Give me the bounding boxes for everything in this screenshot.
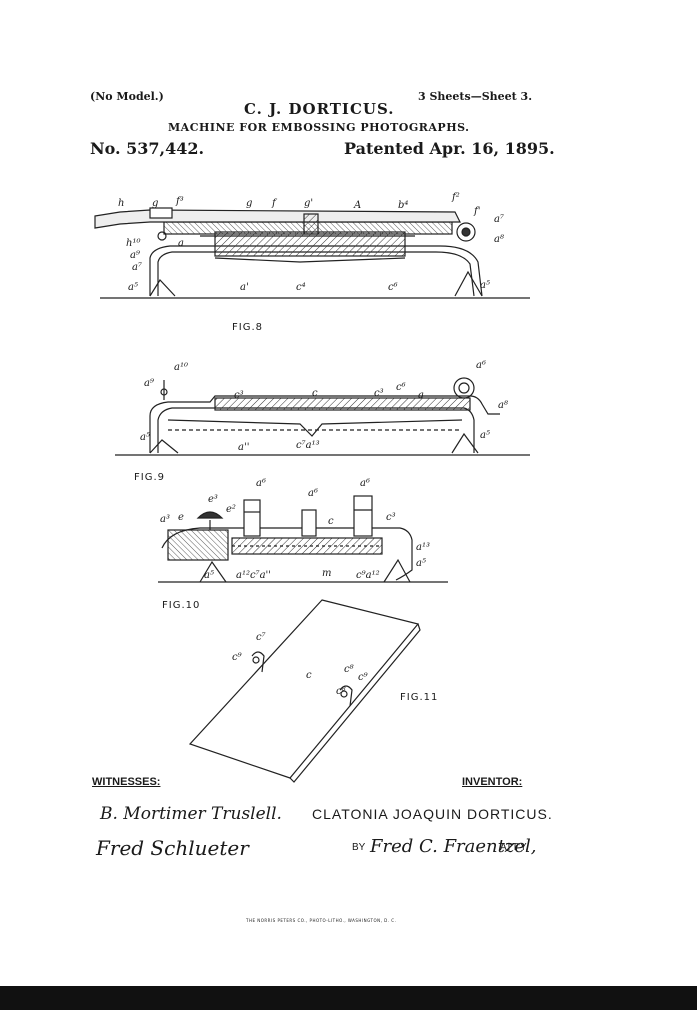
svg-text:g: g [246, 198, 252, 209]
witness-signature-2: Fred Schlueter [96, 836, 249, 860]
svg-text:a⁵: a⁵ [480, 280, 490, 291]
svg-text:a⁹: a⁹ [144, 378, 154, 389]
svg-text:a⁵: a⁵ [140, 432, 150, 443]
svg-text:g: g [152, 198, 158, 209]
figure-11-caption: FIG.11 [400, 692, 438, 703]
svg-text:c⁸: c⁸ [336, 686, 346, 697]
svg-text:a⁸: a⁸ [498, 400, 508, 411]
svg-text:c⁷: c⁷ [256, 632, 266, 643]
figure-10-drawing [158, 495, 448, 583]
svg-text:a: a [418, 390, 424, 401]
svg-text:c⁹: c⁹ [232, 652, 242, 663]
svg-text:a': a' [240, 282, 249, 293]
svg-text:h: h [118, 198, 124, 209]
figure-8-caption: FIG.8 [232, 322, 263, 333]
svg-text:a⁸: a⁸ [494, 234, 504, 245]
svg-text:A: A [353, 200, 361, 211]
svg-text:g': g' [304, 198, 313, 209]
svg-text:a⁶: a⁶ [256, 478, 266, 489]
figure-11-drawing [188, 599, 421, 783]
svg-text:c⁹: c⁹ [358, 672, 368, 683]
figure-10-caption: FIG.10 [162, 600, 200, 611]
svg-text:a⁷: a⁷ [132, 262, 142, 273]
figure-8-drawing [94, 207, 530, 299]
model-note: (No Model.) [90, 90, 164, 103]
svg-text:c⁶: c⁶ [396, 382, 406, 393]
inventor-full-name: CLATONIA JOAQUIN DORTICUS. [312, 806, 553, 822]
patent-title: MACHINE FOR EMBOSSING PHOTOGRAPHS. [168, 121, 470, 134]
svg-text:a'': a'' [238, 442, 249, 453]
figure-11-labels: c⁷ c⁹ c c⁸ c⁹ c⁸ [232, 632, 368, 697]
svg-text:c³: c³ [386, 512, 396, 523]
sheet-number: 3 Sheets—Sheet 3. [418, 90, 533, 103]
svg-text:a¹³: a¹³ [416, 542, 430, 553]
svg-text:e²: e² [226, 504, 236, 515]
svg-text:c⁹a¹²: c⁹a¹² [356, 570, 380, 581]
svg-text:f': f' [473, 206, 480, 217]
svg-text:a⁵: a⁵ [480, 430, 490, 441]
svg-text:m: m [322, 568, 331, 579]
svg-text:a³: a³ [160, 514, 170, 525]
figure-10-labels: a⁶ a⁶ a⁶ e³ e² a³ e c c³ a¹³ a⁵ a⁵ a¹²c⁷… [160, 478, 430, 581]
scan-border-bar [0, 986, 697, 1010]
svg-text:f: f [271, 198, 278, 209]
patent-number: No. 537,442. [90, 139, 205, 158]
svg-text:a¹⁰: a¹⁰ [174, 362, 188, 373]
by-label: BY [352, 842, 366, 853]
attorney-signature: Fred C. Fraentzel, [370, 836, 537, 857]
svg-text:a⁵: a⁵ [128, 282, 138, 293]
svg-text:f²: f² [451, 192, 460, 203]
figure-9-drawing [115, 377, 530, 456]
svg-text:a⁶: a⁶ [476, 360, 486, 371]
svg-text:h¹⁰: h¹⁰ [126, 238, 140, 249]
svg-text:b⁴: b⁴ [398, 200, 408, 211]
patent-date: Patented Apr. 16, 1895. [344, 139, 555, 158]
svg-text:a¹²c⁷a'': a¹²c⁷a'' [236, 570, 271, 581]
printer-credit: THE NORRIS PETERS CO., PHOTO-LITHO., WAS… [246, 918, 397, 923]
svg-text:c⁷a¹³: c⁷a¹³ [296, 440, 320, 451]
inventor-label: INVENTOR: [462, 776, 523, 788]
svg-text:c: c [312, 388, 318, 399]
svg-text:a⁵: a⁵ [204, 570, 214, 581]
svg-text:c: c [306, 670, 312, 681]
svg-text:e: e [178, 512, 184, 523]
svg-text:c³: c³ [234, 390, 244, 401]
svg-text:c³: c³ [374, 388, 384, 399]
svg-text:a⁹: a⁹ [130, 250, 140, 261]
svg-text:c: c [328, 516, 334, 527]
svg-text:c⁴: c⁴ [296, 282, 306, 293]
svg-text:a⁶: a⁶ [308, 488, 318, 499]
inventor-short-name: C. J. DORTICUS. [244, 100, 395, 118]
svg-text:c⁸: c⁸ [344, 664, 354, 675]
svg-text:a⁶: a⁶ [360, 478, 370, 489]
svg-text:a: a [178, 238, 184, 249]
svg-text:a⁷: a⁷ [494, 214, 504, 225]
figure-9-caption: FIG.9 [134, 472, 165, 483]
svg-text:a⁵: a⁵ [416, 558, 426, 569]
figure-8-labels: h g f³ g f g' A b⁴ f² f' a⁷ a⁸ a h¹⁰ a⁹ … [118, 192, 504, 293]
witnesses-label: WITNESSES: [92, 776, 161, 788]
figure-9-labels: a¹⁰ a⁹ c³ c c³ c⁶ a a⁶ a⁸ a⁵ a'' c⁷a¹³ a… [140, 360, 508, 453]
svg-text:e³: e³ [208, 494, 218, 505]
svg-text:f³: f³ [175, 196, 184, 207]
svg-text:c⁶: c⁶ [388, 282, 398, 293]
witness-signature-1: B. Mortimer Truslell. [100, 804, 282, 824]
attorney-label: ATT'Y. [500, 842, 529, 853]
